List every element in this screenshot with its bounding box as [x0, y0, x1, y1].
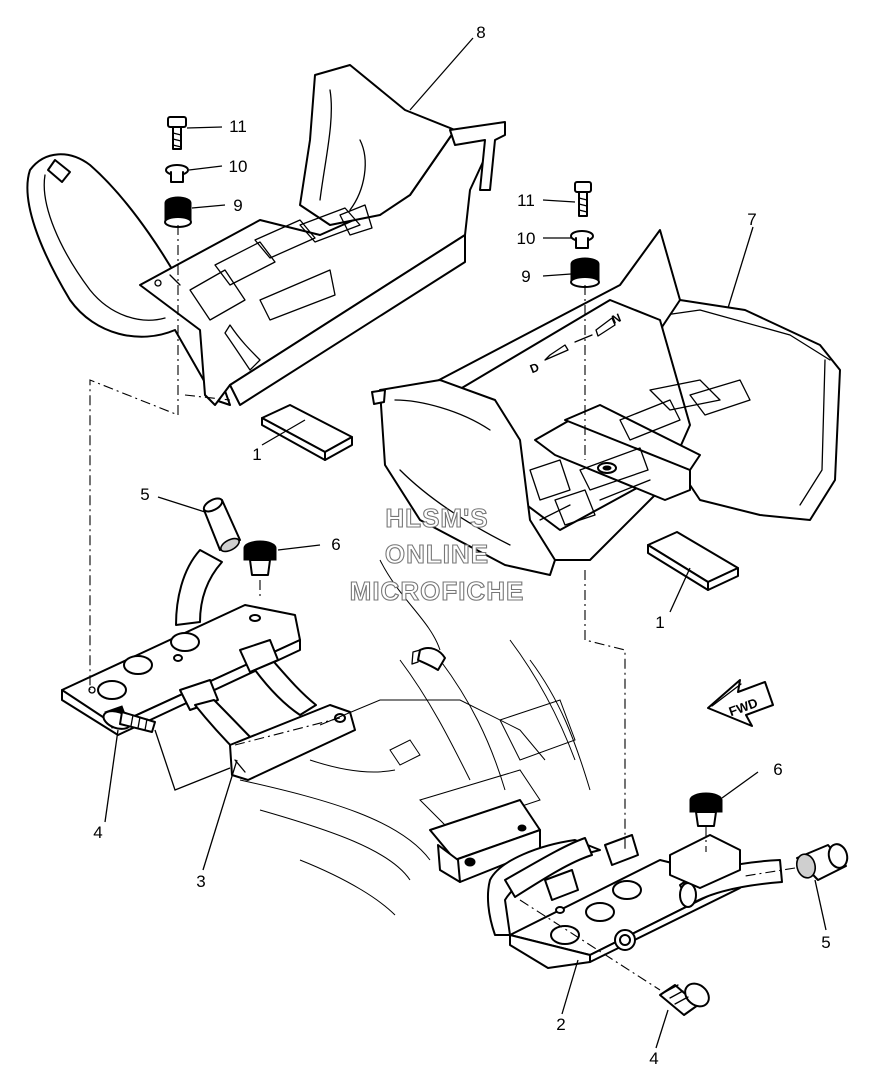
callout-3: 3: [196, 872, 205, 891]
callout-9-left: 9: [233, 196, 242, 215]
left-washer: [165, 164, 189, 183]
right-damper-pad: [647, 531, 739, 591]
callout-4-left: 4: [93, 823, 102, 842]
callout-11-right: 11: [517, 191, 535, 210]
alignment-lines: [89, 225, 796, 991]
watermark-line-1: HLSM'S: [385, 503, 488, 533]
right-grommet-6: [689, 792, 723, 827]
callout-1-left: 1: [252, 445, 261, 464]
callout-9-right: 9: [521, 267, 530, 286]
fwd-direction-arrow: [707, 679, 774, 727]
callout-7: 7: [747, 210, 756, 229]
callout-8: 8: [476, 23, 485, 42]
left-damper-pad: [261, 404, 353, 461]
callouts: 8 11 10 9 11 10 9 7 1 1 5 6 4 3 6 5 2 4: [93, 23, 830, 1068]
callout-6-left: 6: [331, 535, 340, 554]
callout-10-right: 10: [517, 229, 536, 248]
watermark-line-2: ONLINE: [385, 539, 489, 569]
callout-5-right: 5: [821, 933, 830, 952]
watermark-line-3: MICROFICHE: [350, 576, 525, 606]
right-bolt: [574, 181, 592, 217]
right-flange-bolt: [659, 982, 710, 1016]
callout-1-right: 1: [655, 613, 664, 632]
right-bracket: [486, 834, 783, 969]
callout-5-left: 5: [140, 485, 149, 504]
callout-11-left: 11: [229, 117, 247, 136]
watermark: HLSM'S ONLINE MICROFICHE: [349, 502, 525, 606]
callout-4-right: 4: [649, 1049, 658, 1068]
callout-10-left: 10: [229, 157, 248, 176]
left-grommet: [164, 196, 192, 228]
right-footrest: [371, 229, 841, 576]
right-collar-5: [795, 843, 849, 881]
callout-2: 2: [556, 1015, 565, 1034]
callout-6-right: 6: [773, 760, 782, 779]
right-grommet: [570, 257, 600, 288]
leader-lines: [104, 37, 827, 1049]
left-bolt: [167, 116, 187, 150]
vehicle-frame: [239, 559, 591, 916]
left-grommet-6: [243, 540, 277, 576]
right-washer: [570, 230, 594, 249]
left-collar-5: [202, 497, 241, 553]
left-footrest: [26, 64, 506, 406]
left-flange-bolt: [102, 705, 156, 733]
left-bracket: [61, 549, 356, 781]
